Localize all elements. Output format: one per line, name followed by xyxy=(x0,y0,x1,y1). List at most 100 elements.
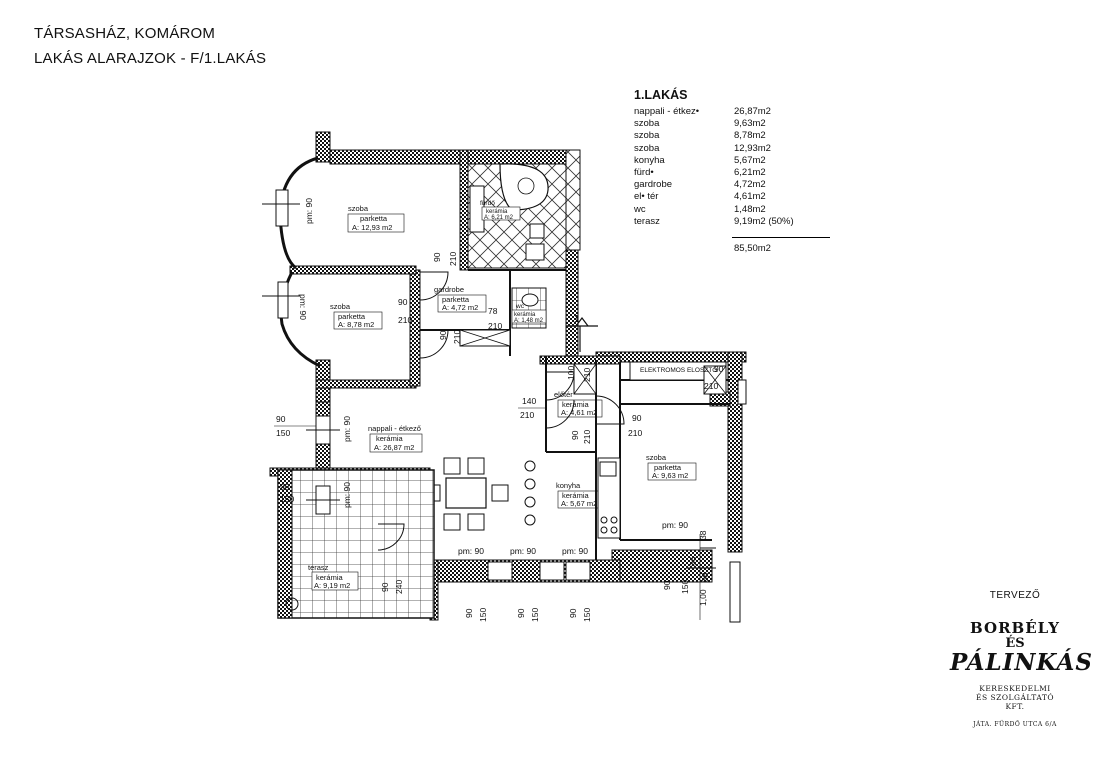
area-row-name: konyha xyxy=(634,154,665,166)
room-floor: parketta xyxy=(654,463,682,472)
room-name: nappali - étkező xyxy=(368,424,421,433)
area-row: konyha 5,67m2 xyxy=(634,155,834,167)
area-row-value: 12,93m2 xyxy=(734,142,771,154)
area-row-value: 8,78m2 xyxy=(734,130,766,142)
svg-text:210: 210 xyxy=(520,410,534,420)
room-name: konyha xyxy=(556,481,581,490)
room-floor: kerámia xyxy=(514,312,536,318)
svg-text:150: 150 xyxy=(582,608,592,622)
svg-text:90: 90 xyxy=(276,414,286,424)
section-marker xyxy=(566,317,598,352)
area-row: szoba 8,78m2 xyxy=(634,130,834,142)
room-floor: kerámia xyxy=(562,491,590,500)
svg-text:pm: 90: pm: 90 xyxy=(304,198,314,224)
area-row-name: szoba xyxy=(634,118,660,130)
svg-text:100: 100 xyxy=(566,366,576,380)
svg-text:90: 90 xyxy=(380,582,390,592)
svg-text:210: 210 xyxy=(704,381,718,391)
svg-text:90: 90 xyxy=(662,580,672,590)
area-row-value: 26,87m2 xyxy=(734,106,771,117)
area-row-name: szoba xyxy=(634,130,660,142)
room-name: szoba xyxy=(330,302,351,311)
bidet-icon xyxy=(529,223,545,239)
designer-name-3: PÁLINKÁS xyxy=(950,649,1093,676)
area-row: szoba 9,63m2 xyxy=(634,118,834,130)
room-area: A: 6,21 m2 xyxy=(484,215,514,221)
room-labels: szoba parketta A: 12,93 m2 fürdő kerámia… xyxy=(308,200,717,591)
svg-text:210: 210 xyxy=(398,315,412,325)
room-area: A: 5,67 m2 xyxy=(561,499,597,508)
svg-text:38: 38 xyxy=(698,530,708,540)
room-area: A: 1,48 m2 xyxy=(514,318,544,324)
stool-icons xyxy=(524,460,536,526)
area-row-name: el• tér xyxy=(634,191,659,203)
dimension-labels: pm: 90 pm: 90 pm: 90 pm: 90 pm: 90 pm: 9… xyxy=(274,198,724,622)
designer-name-1: BORBÉLY xyxy=(970,619,1060,637)
room-area: A: 26,87 m2 xyxy=(374,443,414,452)
area-row: fürd•6,21m2 xyxy=(634,167,834,179)
svg-text:240: 240 xyxy=(394,580,404,594)
toilet-icon xyxy=(521,293,539,307)
svg-text:90: 90 xyxy=(280,482,290,492)
svg-text:1: 1 xyxy=(574,314,580,325)
area-row: el• tér 4,61m2 xyxy=(634,191,834,203)
room-name: szoba xyxy=(646,453,667,462)
designer-label: TERVEZŐ xyxy=(989,590,1041,601)
area-row-name: fürd• xyxy=(634,166,654,178)
svg-text:150: 150 xyxy=(276,428,290,438)
electric-panel-label: ELEKTROMOS ELOSZTÓ xyxy=(640,365,717,374)
project-title: TÁRSASHÁZ, KOMÁROM xyxy=(34,25,216,42)
area-row-name: szoba xyxy=(634,142,660,154)
svg-text:38: 38 xyxy=(700,572,710,582)
area-table-title: 1.LAKÁS xyxy=(634,88,688,102)
svg-text:90: 90 xyxy=(632,413,642,423)
svg-text:90: 90 xyxy=(432,252,442,262)
svg-text:210: 210 xyxy=(582,368,592,382)
room-floor: parketta xyxy=(442,295,470,304)
chair-icons xyxy=(423,457,509,531)
room-area: A: 4,72 m2 xyxy=(442,303,478,312)
area-row-value: 9,63m2 xyxy=(734,118,766,130)
designer-company-line-3: KFT. xyxy=(1005,702,1025,711)
area-row-value: 4,61m2 xyxy=(734,191,766,203)
washing-machine-icon xyxy=(525,243,545,261)
svg-text:90: 90 xyxy=(398,297,408,307)
room-area: A: 12,93 m2 xyxy=(352,223,392,232)
area-row: szoba 12,93m2 xyxy=(634,143,834,155)
area-total: 85,50m2 xyxy=(734,243,771,254)
shaft-icon xyxy=(565,149,581,251)
area-row-value: 5,67m2 xyxy=(734,154,766,166)
room-floor: kerámia xyxy=(486,209,508,215)
svg-text:210: 210 xyxy=(628,428,642,438)
svg-text:90: 90 xyxy=(438,330,448,340)
area-row: nappali - étkez•26,87m2 xyxy=(634,106,834,118)
svg-text:90: 90 xyxy=(570,430,580,440)
room-name: előtér xyxy=(554,390,573,399)
dining-table-icon xyxy=(445,477,487,509)
area-row-value: 1,48m2 xyxy=(734,203,766,215)
svg-text:90: 90 xyxy=(516,608,526,618)
designer-stamp: TERVEZŐ BORBÉLY ÉS PÁLINKÁS KERESKEDELMI… xyxy=(950,590,1093,728)
room-name: wc xyxy=(515,303,525,310)
designer-address: JÁTA. FÜRDŐ UTCA 6/A xyxy=(973,721,1057,728)
svg-text:pm: 90: pm: 90 xyxy=(510,546,536,556)
room-floor: parketta xyxy=(360,214,388,223)
room-area: A: 4,61 m2 xyxy=(561,408,597,417)
room-floor: kerámia xyxy=(316,573,344,582)
room-area: A: 9,63 m2 xyxy=(652,471,688,480)
designer-company-line-2: ÉS SZOLGÁLTATÓ xyxy=(975,693,1054,702)
svg-text:150: 150 xyxy=(530,608,540,622)
bay-windows xyxy=(278,156,321,368)
svg-text:150: 150 xyxy=(478,608,488,622)
area-rule xyxy=(732,237,830,238)
svg-text:pm: 90: pm: 90 xyxy=(662,520,688,530)
designer-name-2: ÉS xyxy=(1005,636,1025,651)
svg-text:90: 90 xyxy=(714,364,724,374)
room-name: szoba xyxy=(348,204,369,213)
door-swings xyxy=(377,271,625,551)
sink-icon xyxy=(599,461,617,477)
bathtub-icon xyxy=(499,163,549,211)
